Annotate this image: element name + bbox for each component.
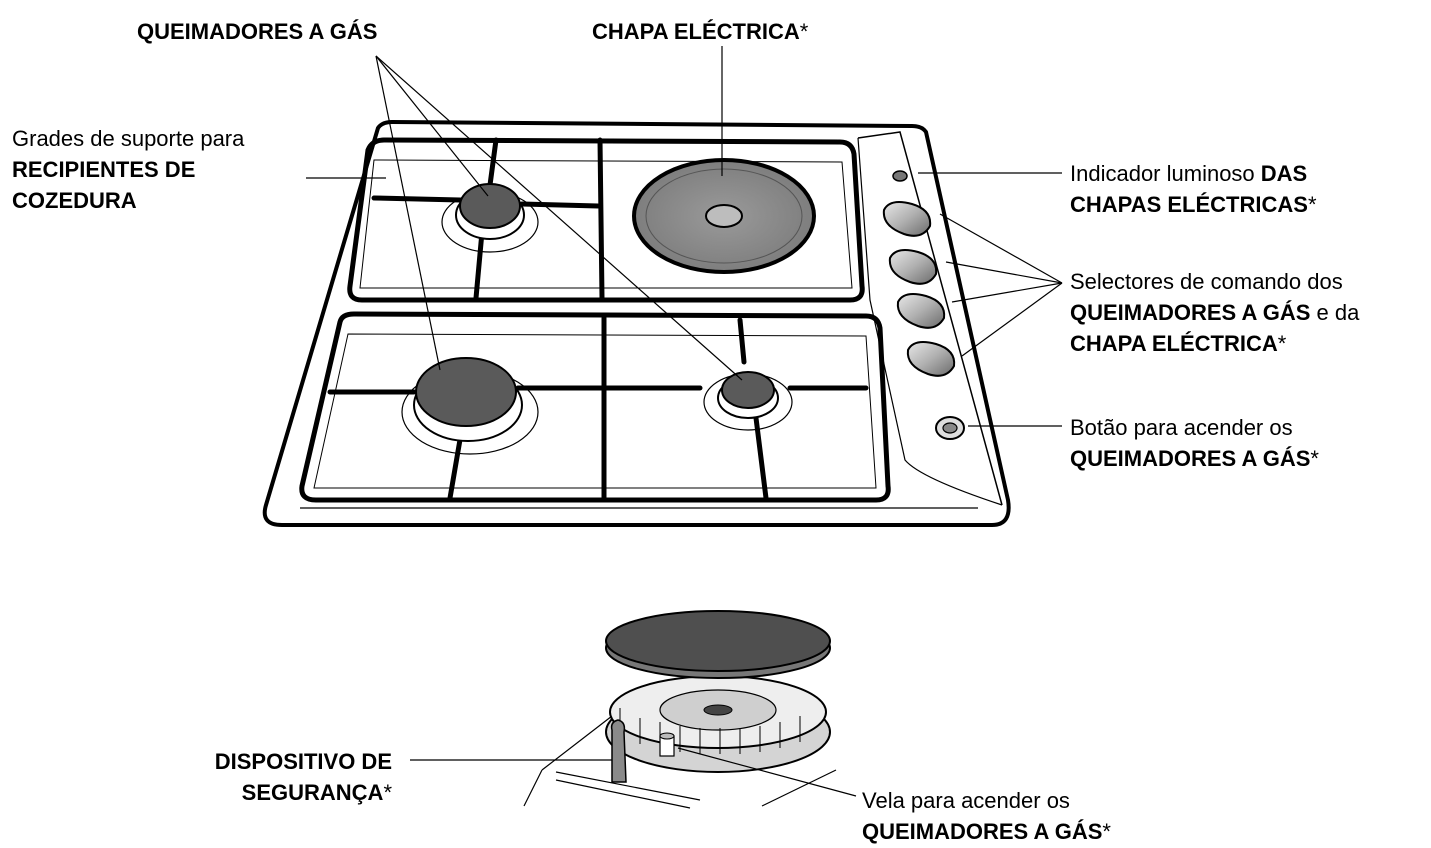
burner-detail	[523, 610, 837, 809]
label-safety-device: DISPOSITIVO DE SEGURANÇA*	[214, 749, 392, 805]
gas-burner-large	[401, 357, 539, 455]
knob-icon	[896, 293, 946, 329]
label-gas-burners-top: QUEIMADORES A GÁS	[137, 19, 378, 44]
label-pan-supports: Grades de suporte para RECIPIENTES DE CO…	[12, 126, 245, 213]
lower-well	[299, 311, 891, 503]
knob-icon	[906, 341, 956, 377]
label-ignition-button: Botão para acender os QUEIMADORES A GÁS*	[1070, 415, 1319, 471]
label-selectors: Selectores de comando dos QUEIMADORES A …	[1070, 269, 1360, 356]
leader-lines-top	[306, 46, 1063, 427]
control-knobs	[882, 201, 956, 377]
electric-hotplate	[632, 158, 816, 274]
hob-body	[262, 120, 1011, 527]
leader-lines-bottom	[410, 747, 857, 797]
knob-icon	[888, 249, 938, 285]
knob-icon	[882, 201, 932, 237]
label-indicator-light: Indicador luminoso DAS CHAPAS ELÉCTRICAS…	[1070, 161, 1317, 217]
indicator-light	[892, 170, 908, 182]
pan-support-grates	[327, 137, 869, 501]
gas-burner-small-right	[703, 371, 793, 431]
label-ignition-candle: Vela para acender os QUEIMADORES A GÁS*	[862, 788, 1111, 844]
ignition-button	[935, 416, 965, 440]
upper-well	[347, 137, 865, 303]
label-hotplate-top: CHAPA ELÉCTRICA*	[592, 19, 809, 44]
gas-burner-small-top	[441, 183, 539, 253]
